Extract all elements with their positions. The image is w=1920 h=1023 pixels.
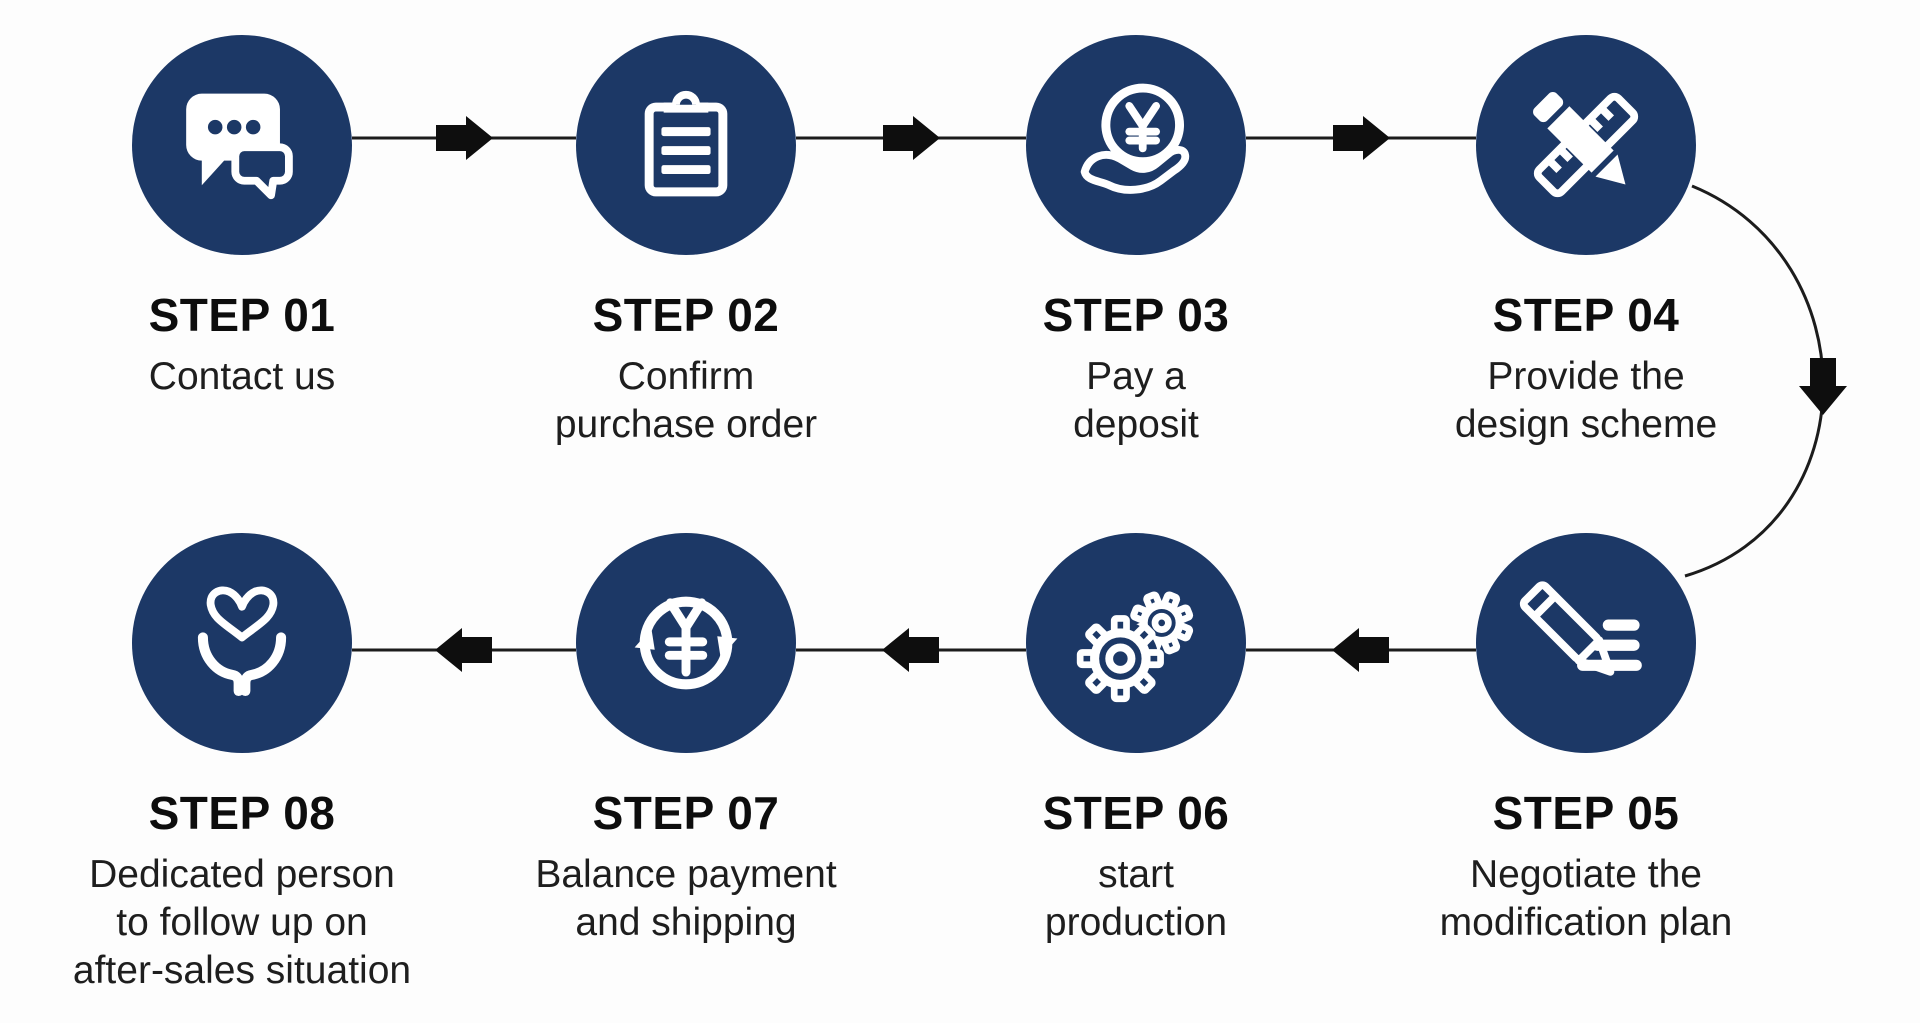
arrow-right-icon — [436, 116, 493, 160]
step-label: STEP 03 — [1042, 289, 1230, 341]
step-description: Balance payment and shipping — [535, 851, 836, 947]
step-description: Provide the design scheme — [1455, 353, 1717, 449]
description-line: Contact us — [148, 355, 336, 398]
gears-icon — [1076, 591, 1194, 703]
step-label: STEP 02 — [592, 289, 780, 341]
description-line: modification plan — [1439, 901, 1733, 944]
step-label: STEP 04 — [1492, 289, 1680, 341]
step-label: STEP 06 — [1042, 787, 1230, 839]
step-08: STEP 08 Dedicated person to follow up on… — [22, 533, 462, 995]
step-description: start production — [1045, 851, 1227, 947]
step-01: STEP 01 Contact us — [22, 35, 462, 401]
step-05-circle — [1476, 533, 1696, 753]
step-label: STEP 05 — [1492, 787, 1680, 839]
step-description: Pay a deposit — [1073, 353, 1199, 449]
description-line: Dedicated person — [89, 853, 395, 896]
hands-heart-icon — [197, 586, 287, 697]
step-03: STEP 03 Pay a deposit — [916, 35, 1356, 449]
step-description: Confirm purchase order — [555, 353, 817, 449]
description-line: start — [1098, 853, 1174, 896]
description-line: purchase order — [554, 403, 818, 446]
step-description: Negotiate the modification plan — [1440, 851, 1733, 947]
step-07-circle — [576, 533, 796, 753]
arrow-left-icon — [882, 628, 939, 672]
description-line: Pay a — [1086, 355, 1186, 398]
description-line: and shipping — [575, 901, 797, 944]
step-06-circle — [1026, 533, 1246, 753]
description-line: Confirm — [617, 355, 755, 398]
step-03-circle — [1026, 35, 1246, 255]
description-line: Balance payment — [535, 853, 837, 896]
step-05: STEP 05 Negotiate the modification plan — [1366, 533, 1806, 947]
step-description: Contact us — [149, 353, 335, 401]
pencil-writing-icon — [1519, 581, 1642, 676]
description-line: after-sales situation — [72, 949, 412, 992]
clipboard-icon — [644, 90, 728, 197]
description-line: Negotiate the — [1469, 853, 1702, 896]
step-07: STEP 07 Balance payment and shipping — [466, 533, 906, 947]
chat-bubbles-icon — [186, 93, 293, 200]
step-02-circle — [576, 35, 796, 255]
step-02: STEP 02 Confirm purchase order — [466, 35, 906, 449]
description-line: Provide the — [1487, 355, 1685, 398]
step-06: STEP 06 start production — [916, 533, 1356, 947]
arrow-right-icon — [883, 116, 940, 160]
pencil-ruler-icon — [1533, 92, 1639, 198]
step-01-circle — [132, 35, 352, 255]
step-label: STEP 01 — [148, 289, 336, 341]
hand-coin-yen-icon — [1080, 83, 1190, 194]
description-line: deposit — [1073, 403, 1199, 446]
step-04: STEP 04 Provide the design scheme — [1366, 35, 1806, 449]
step-label: STEP 08 — [148, 787, 336, 839]
step-label: STEP 07 — [592, 787, 780, 839]
arrow-left-icon — [1332, 628, 1389, 672]
description-line: design scheme — [1454, 403, 1718, 446]
step-description: Dedicated person to follow up on after-s… — [73, 851, 411, 995]
arrow-right-icon — [1333, 116, 1390, 160]
description-line: production — [1044, 901, 1228, 944]
step-04-circle — [1476, 35, 1696, 255]
description-line: to follow up on — [116, 901, 368, 944]
yen-refresh-icon — [634, 596, 738, 690]
arrow-left-icon — [435, 628, 492, 672]
step-08-circle — [132, 533, 352, 753]
arrow-down-icon — [1799, 358, 1847, 415]
